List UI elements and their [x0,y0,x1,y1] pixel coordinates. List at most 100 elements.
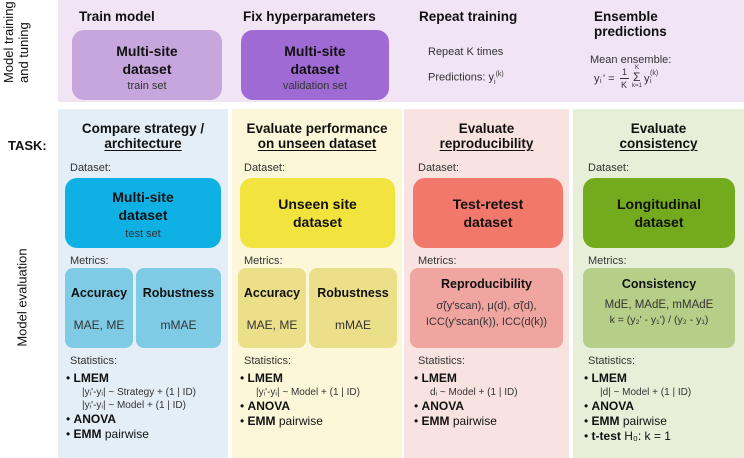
col2-lmem-f1: |yᵢ'-yᵢ| ~ Model + (1 | ID) [256,387,360,398]
col4-lmem: LMEM [591,371,627,385]
f-one: 1 [622,67,628,77]
col2-header-l1: Evaluate performance [246,121,388,136]
col3-metric-title: Reproducibility [441,277,532,291]
f-k1: k=1 [632,83,642,89]
col4-emm-rest: pairwise [619,414,667,428]
col3-header-l1: Evaluate [458,121,515,136]
validation-dataset-l1: Multi-site [284,43,346,59]
col4-dataset-l1: Longitudinal [617,196,701,212]
col4-ttest: t-test [591,429,621,443]
f-i2: i [650,78,652,85]
ensemble-title-l1: Ensemble [594,9,658,24]
col2-anova: ANOVA [247,399,290,413]
predictions-sup: (k) [495,71,504,78]
col3-metric-l2: ICC(y′scan(k)), ICC(d(k)) [425,316,548,328]
col1-dataset-sub: test set [125,228,161,240]
col1-lmem: LMEM [73,371,109,385]
col4-metric-l1: MdE, MAdE, mMAdE [604,299,714,311]
col3-metrics-label: Metrics: [418,255,457,267]
col1-anova: ANOVA [73,412,116,426]
col1-header-l2: architecture [104,136,182,151]
col4-dataset-box: Longitudinal dataset [583,178,735,248]
ensemble-title-l2: predictions [594,24,667,39]
side-label-training-l2: and tuning [16,22,31,83]
col1-dataset-l2: dataset [118,207,168,223]
f-i: i [600,78,602,85]
task-label: TASK: [8,138,47,153]
col2-metrics-label: Metrics: [244,255,283,267]
train-dataset-sub: train set [127,80,167,92]
col3-dataset-label: Dataset: [418,162,459,174]
col1-robustness-box: Robustness mMAE [136,268,221,348]
col4-metrics-label: Metrics: [588,255,627,267]
predictions-label: Predictions: y [428,71,495,84]
col2-emm: EMM [247,414,276,428]
fix-hyper-title: Fix hyperparameters [243,9,376,24]
col4-dataset-label: Dataset: [588,162,629,174]
col3-stats: • LMEM dᵢ ~ Model + (1 | ID) • ANOVA • E… [414,371,564,429]
col1-metrics-label: Metrics: [70,255,109,267]
col3-dataset-box: Test-retest dataset [413,178,563,248]
validation-dataset-box: Multi-site dataset validation set [241,30,389,100]
col1-stats: • LMEM |yᵢ'-yᵢ| ~ Strategy + (1 | ID) |y… [66,371,226,442]
train-dataset-l1: Multi-site [116,43,178,59]
col3-dataset-l1: Test-retest [452,196,524,212]
f-y: y [594,73,600,85]
repeat-training-title: Repeat training [419,9,518,24]
col2-header: Evaluate performance on unseen dataset [232,121,402,151]
col2-robustness-text: mMAE [335,318,371,332]
col2-lmem: LMEM [247,371,283,385]
col2-stats: • LMEM |yᵢ'-yᵢ| ~ Model + (1 | ID) • ANO… [240,371,400,429]
col4-consistency-box: Consistency MdE, MAdE, mMAdE k = (y₂' - … [583,268,735,348]
side-label-training: Model training and tuning [1,1,31,83]
col3-lmem-f1: dᵢ ~ Model + (1 | ID) [430,387,518,398]
side-label-training-l1: Model training [1,1,16,83]
f-Ktop: K [635,65,640,71]
f-sigma: Σ [633,70,641,84]
f-eq: ' = [603,73,615,85]
col4-ttest-rest: H₀: k = 1 [620,429,671,443]
col3-emm: EMM [421,414,450,428]
ensemble-title: Ensemble predictions [594,9,684,39]
col4-dataset-l2: dataset [634,214,684,230]
col4-metric-l2: k = (y₂' - y₁') / (y₂ - y₁) [609,314,709,326]
col2-header-l2: on unseen dataset [257,136,377,151]
f-y2: y [644,73,650,85]
col3-header-l2: reproducibility [439,136,534,151]
train-model-title: Train model [79,9,155,24]
col3-lmem: LMEM [421,371,457,385]
col1-accuracy-box: Accuracy MAE, ME [65,268,133,348]
col4-header-l2: consistency [619,136,698,151]
col1-robustness-title: Robustness [142,286,215,300]
col4-stats: • LMEM |d| ~ Model + (1 | ID) • ANOVA • … [584,371,739,444]
col2-robustness-box: Robustness mMAE [309,268,397,348]
col1-dataset-box: Multi-site dataset test set [65,178,221,248]
col3-metric-l1: σ̃(y′scan), μ(d), σ̃(d), [436,300,537,312]
predictions-text: Predictions: yi(k) [428,71,504,86]
side-label-evaluation: Model evaluation [14,248,30,347]
col3-emm-rest: pairwise [449,414,497,428]
col2-dataset-box: Unseen site dataset [240,178,395,248]
col3-anova: ANOVA [421,399,464,413]
col1-header: Compare strategy / architecture [58,121,228,151]
col3-reproducibility-box: Reproducibility σ̃(y′scan), μ(d), σ̃(d),… [410,268,563,348]
col1-dataset-l1: Multi-site [112,189,174,205]
col1-accuracy-text: MAE, ME [73,318,125,332]
col4-statistics-label: Statistics: [588,355,636,367]
col2-dataset-l1: Unseen site [278,196,357,212]
col4-metric-title: Consistency [621,277,697,291]
col1-emm-rest: pairwise [101,427,149,441]
col3-statistics-label: Statistics: [418,355,466,367]
col3-dataset-l2: dataset [463,214,513,230]
col2-robustness-title: Robustness [317,286,389,300]
col1-emm: EMM [73,427,102,441]
col2-dataset-label: Dataset: [244,162,285,174]
f-k2: (k) [650,70,659,77]
col1-lmem-f1: |yᵢ'-yᵢ| ~ Strategy + (1 | ID) [82,387,196,398]
col2-accuracy-title: Accuracy [243,286,301,300]
col1-accuracy-title: Accuracy [70,286,128,300]
col3-header: Evaluate reproducibility [404,121,569,151]
col1-dataset-label: Dataset: [70,162,111,174]
repeat-k-times: Repeat K times [428,46,504,58]
col2-accuracy-text: MAE, ME [246,318,298,332]
